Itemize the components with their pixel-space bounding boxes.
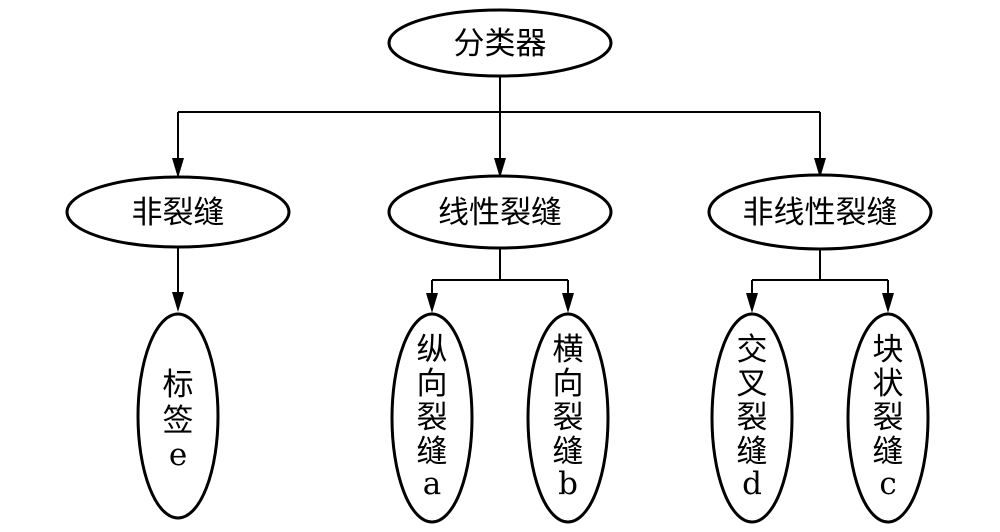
category-node-nonlinear-crack: 非线性裂缝	[707, 173, 933, 251]
leaf-char: 向	[553, 366, 584, 402]
leaf-char: 向	[417, 366, 448, 402]
leaf-char: 块	[873, 332, 904, 368]
leaf-char: c	[879, 466, 896, 502]
arrow-to-cross-crack-icon	[746, 293, 758, 313]
leaf-char: 缝	[873, 434, 904, 470]
root-node-classifier: 分类器	[387, 8, 613, 78]
category-node-label: 非裂缝	[132, 195, 225, 231]
leaf-char: 状	[873, 366, 904, 402]
leaf-char: a	[423, 466, 441, 502]
category-node-shape	[387, 174, 613, 250]
leaf-char: 裂	[417, 400, 448, 436]
leaf-char: 裂	[553, 400, 584, 436]
category-node-label: 非线性裂缝	[743, 195, 898, 231]
root-node-label: 分类器	[454, 26, 547, 62]
arrow-to-label-e-icon	[172, 292, 184, 312]
leaf-char: 签	[163, 403, 194, 439]
leaf-char: 裂	[737, 400, 768, 436]
category-node-linear-crack: 线性裂缝	[387, 174, 613, 250]
arrow-to-linear-crack-icon	[494, 158, 506, 178]
leaf-char: 缝	[553, 434, 584, 470]
leaf-node-shape	[846, 312, 930, 524]
leaf-node-shape	[526, 312, 610, 524]
arrow-to-nonlinear-crack-icon	[814, 158, 826, 178]
leaf-char: 缝	[417, 434, 448, 470]
leaf-node-longitudinal-crack-a: 纵 向 裂 缝 a	[390, 312, 474, 524]
leaf-char: 裂	[873, 400, 904, 436]
arrow-to-non-crack-icon	[172, 158, 184, 178]
leaf-char: 交	[737, 332, 768, 368]
leaf-char: 横	[553, 332, 584, 368]
leaf-char: 纵	[417, 332, 448, 368]
leaf-node-shape	[390, 312, 474, 524]
category-node-shape	[707, 173, 933, 251]
root-connectors	[172, 68, 826, 178]
category-node-shape	[65, 175, 291, 249]
root-node-shape	[387, 8, 613, 78]
leaf-char: b	[558, 466, 578, 502]
arrow-to-block-crack-icon	[882, 293, 894, 313]
category-node-label: 线性裂缝	[438, 195, 562, 231]
arrow-to-transverse-crack-icon	[562, 293, 574, 313]
leaf-node-block-crack-c: 块 状 裂 缝 c	[846, 312, 930, 524]
leaf-node-cross-crack-d: 交 叉 裂 缝 d	[710, 312, 794, 524]
arrow-to-longitudinal-crack-icon	[426, 293, 438, 313]
leaf-char: 叉	[737, 366, 768, 402]
leaf-char: 标	[163, 367, 194, 403]
leaf-char: d	[742, 466, 762, 502]
leaf-node-label-e: 标 签 e	[136, 312, 220, 520]
leaf-node-transverse-crack-b: 横 向 裂 缝 b	[526, 312, 610, 524]
leaf-char: 缝	[737, 434, 768, 470]
category-node-non-crack: 非裂缝	[65, 175, 291, 249]
leaf-node-shape	[710, 312, 794, 524]
category-connectors	[172, 247, 894, 313]
leaf-node-shape	[136, 312, 220, 520]
leaf-char: e	[169, 437, 187, 473]
